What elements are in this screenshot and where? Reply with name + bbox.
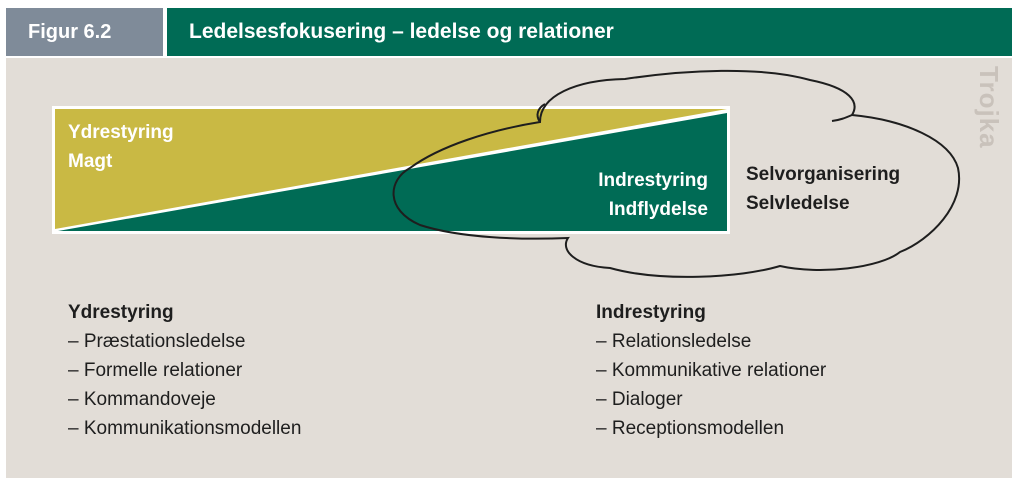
inner-wedge-line1: Indrestyring [598, 170, 708, 191]
outer-wedge-line1: Ydrestyring [68, 122, 174, 143]
cloud-inner-curve [536, 103, 546, 123]
figure-title: Ledelsesfokusering – ledelse og relation… [167, 8, 1012, 56]
list-item: – Præstationsledelse [68, 331, 246, 352]
inner-wedge-line2: Indflydelse [608, 199, 708, 220]
cloud-label: Selvorganisering Selvledelse [746, 160, 900, 218]
inner-wedge-label: Indrestyring Indflydelse [580, 166, 708, 224]
cloud-line2: Selvledelse [746, 193, 850, 214]
cloud-line1: Selvorganisering [746, 164, 901, 185]
outer-wedge-line2: Magt [68, 151, 113, 172]
outer-control-list: Ydrestyring – Præstationsledelse – Forme… [68, 298, 301, 443]
list-item: – Kommandoveje [68, 389, 216, 410]
figure-header: Figur 6.2 Ledelsesfokusering – ledelse o… [6, 8, 1012, 56]
cloud-shape [392, 69, 961, 278]
cloud-inner-curve-right [831, 114, 853, 122]
inner-control-list: Indrestyring – Relationsledelse – Kommun… [596, 298, 826, 443]
inner-wedge [58, 113, 727, 231]
list-item: – Kommunikative relationer [596, 360, 827, 381]
figure-number: Figur 6.2 [6, 8, 163, 56]
outer-wedge-label: Ydrestyring Magt [68, 118, 174, 176]
list-item: – Relationsledelse [596, 331, 752, 352]
list-item: – Receptionsmodellen [596, 418, 785, 439]
list-item: – Dialoger [596, 389, 683, 410]
list-item: – Formelle relationer [68, 360, 243, 381]
watermark: Trojka [974, 66, 1004, 149]
outer-wedge [55, 109, 727, 229]
list-heading: Ydrestyring [68, 302, 174, 323]
list-item: – Kommunikationsmodellen [68, 418, 302, 439]
list-heading: Indrestyring [596, 302, 706, 323]
